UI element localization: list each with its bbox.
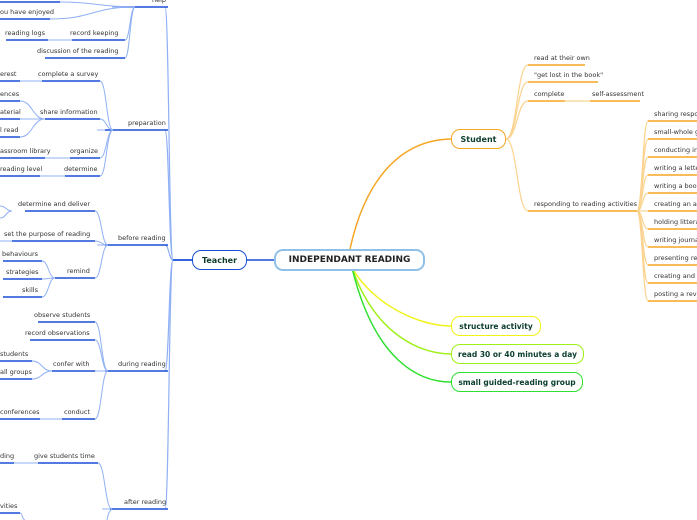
connector-central-0 <box>351 267 452 327</box>
teacher-branch-preparation[interactable]: preparation <box>128 119 166 127</box>
teacher-branch-during-reading[interactable]: during reading <box>118 360 166 368</box>
teacher-topic[interactable]: Teacher <box>192 250 247 270</box>
during-reading-item-conduct[interactable]: conduct <box>64 408 91 416</box>
during-reading-item-confer-with[interactable]: confer with <box>53 360 90 368</box>
student-topic[interactable]: Student <box>451 129 506 149</box>
student-branch-3[interactable]: responding to reading activities <box>534 200 638 208</box>
preparation-item-share-information[interactable]: share information <box>40 108 98 116</box>
responding-activity-item[interactable]: posting a review <box>654 290 697 298</box>
before-reading-child-connector <box>94 244 109 279</box>
determine-deliver-child-connector <box>0 210 13 219</box>
topic-read-30-or-40-minutes-a-day[interactable]: read 30 or 40 minutes a day <box>451 344 584 364</box>
teacher-branch-help[interactable]: help <box>152 0 167 4</box>
connector-student-branch <box>505 138 529 212</box>
student-branch-2[interactable]: complete <box>534 90 565 98</box>
after-reading-down-connector <box>106 508 113 520</box>
connector-central-2 <box>351 267 452 383</box>
preparation-item-complete-a-survey[interactable]: complete a survey <box>38 70 99 78</box>
responding-activity-item[interactable]: writing a letter <box>654 164 697 172</box>
responding-activity-item[interactable]: creating and re <box>654 272 697 280</box>
responding-activity-item[interactable]: writing journal <box>654 236 697 244</box>
preparation-item-determine[interactable]: determine <box>64 165 98 173</box>
determine-deliver-child-connector <box>0 205 13 212</box>
student-branch-1[interactable]: "get lost in the book" <box>534 71 604 79</box>
student-branch-0[interactable]: read at their own <box>534 54 590 62</box>
after-reading-child-connector <box>19 512 26 520</box>
determine-child[interactable]: reading level <box>0 165 43 173</box>
help-child-connector <box>124 6 136 59</box>
responding-activity-item[interactable]: sharing respons <box>654 110 697 118</box>
conduct-child[interactable]: conferences <box>0 408 40 416</box>
topic-structure-activity[interactable]: structure activity <box>451 316 541 336</box>
record-keeping-reading-logs[interactable]: reading logs <box>5 29 46 37</box>
confer-with-child[interactable]: all groups <box>0 368 32 376</box>
before-reading-item-determine-and-deliver[interactable]: determine and deliver <box>18 200 91 208</box>
survey-child[interactable]: erest <box>0 70 17 78</box>
responding-activity-item[interactable]: conducting in-r <box>654 146 697 154</box>
before-reading-child-connector <box>94 240 109 246</box>
organize-child[interactable]: assroom library <box>0 147 51 155</box>
after-reading-child-connector <box>97 462 113 510</box>
responding-activity-item[interactable]: presenting read <box>654 254 697 262</box>
responding-child-connector <box>636 120 649 212</box>
share-information-child[interactable]: l read <box>0 126 19 134</box>
confer-with-child[interactable]: students <box>0 350 29 358</box>
share-child-connector <box>19 100 46 120</box>
connector-teacher-branch <box>164 259 174 510</box>
teacher-branch-before-reading[interactable]: before reading <box>118 234 166 242</box>
responding-activity-item[interactable]: writing a book r <box>654 182 697 190</box>
share-child-connector <box>19 118 46 138</box>
remind-child-behaviours[interactable]: behaviours <box>2 250 39 258</box>
help-item-enjoyed[interactable]: ou have enjoyed <box>0 8 55 16</box>
connector-teacher-branch <box>164 129 174 261</box>
before-reading-item-set-the-purpose-of-reading[interactable]: set the purpose of reading <box>4 230 91 238</box>
help-item-record-keeping[interactable]: record keeping <box>70 29 119 37</box>
topic-small-guided-reading-group[interactable]: small guided-reading group <box>451 372 583 392</box>
preparation-child-connector <box>99 118 114 131</box>
preparation-item-organize[interactable]: organize <box>70 147 98 155</box>
remind-child-strategies[interactable]: strategies <box>6 268 39 276</box>
after-reading-item-activities[interactable]: vities <box>0 502 18 510</box>
preparation-child-connector <box>99 129 114 177</box>
connector-central-1 <box>351 267 452 355</box>
responding-activity-item[interactable]: creating an alte <box>654 200 697 208</box>
remind-child-skills[interactable]: skills <box>22 286 38 294</box>
connector-student-branch <box>505 100 529 140</box>
central-topic[interactable]: INDEPENDANT READING <box>274 249 425 271</box>
responding-child-connector <box>636 210 649 302</box>
share-information-child[interactable]: aterial <box>0 108 21 116</box>
during-reading-item-record-observations[interactable]: record observations <box>25 329 90 337</box>
before-reading-item-remind[interactable]: remind <box>67 267 90 275</box>
connector-student-branch <box>505 81 529 140</box>
remind-child-connector <box>41 260 56 279</box>
confer-child-connector <box>31 360 53 372</box>
during-reading-child-connector <box>94 321 109 372</box>
confer-child-connector <box>31 370 53 380</box>
during-reading-child-connector <box>94 370 109 420</box>
during-reading-child-connector <box>94 339 109 372</box>
give-time-child[interactable]: ding <box>0 452 15 460</box>
help-child-connector <box>49 6 136 20</box>
responding-activity-item[interactable]: small-whole gro <box>654 128 697 136</box>
help-item-discussion[interactable]: discussion of the reading <box>37 47 119 55</box>
teacher-branch-after-reading[interactable]: after reading <box>124 498 167 506</box>
responding-activity-item[interactable]: holding litterat <box>654 218 697 226</box>
share-information-child[interactable]: ences <box>0 90 20 98</box>
complete-self-assessment[interactable]: self-assessment <box>592 90 644 98</box>
during-reading-item-observe-students[interactable]: observe students <box>34 311 91 319</box>
before-reading-child-connector <box>94 210 109 246</box>
connector-central-student <box>349 138 452 250</box>
remind-child-connector <box>41 277 56 298</box>
preparation-child-connector <box>99 80 114 131</box>
after-reading-item-give-students-time[interactable]: give students time <box>34 452 95 460</box>
